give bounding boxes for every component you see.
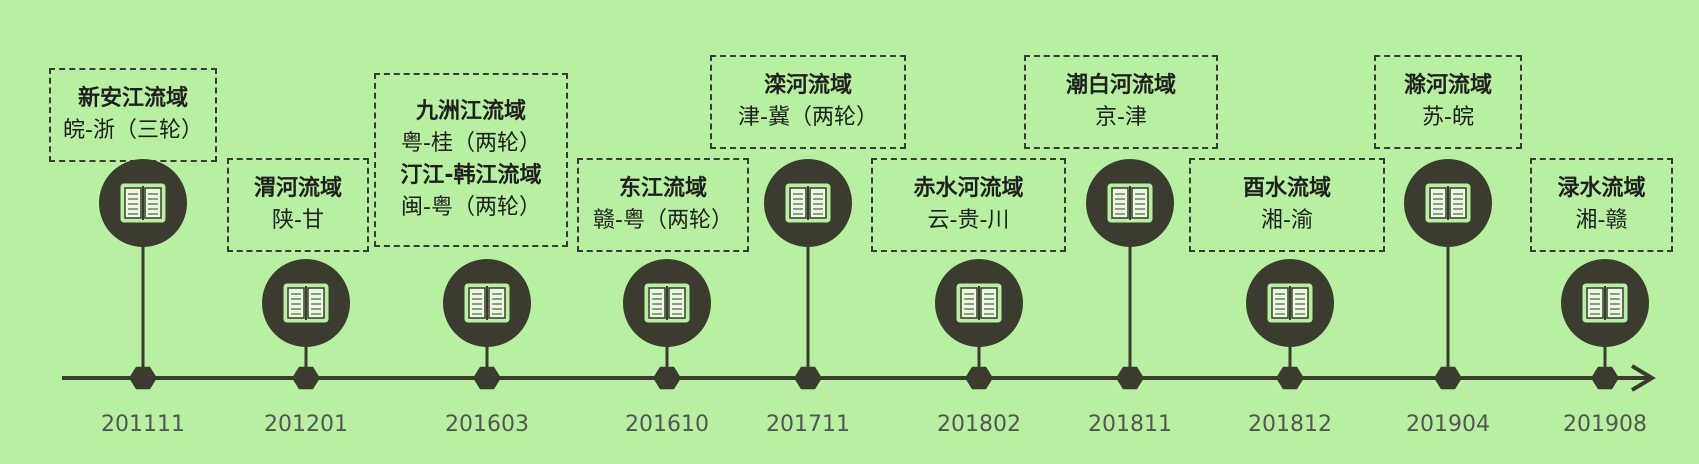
event-box: 新安江流域皖-浙（三轮） <box>49 68 217 162</box>
event-box: 滦河流域津-冀（两轮） <box>710 55 906 149</box>
date-label: 201111 <box>101 412 185 437</box>
provinces-label: 云-贵-川 <box>927 208 1010 233</box>
event-box: 赤水河流域云-贵-川 <box>871 158 1066 252</box>
provinces-label: 京-津 <box>1095 105 1147 130</box>
axis-marker <box>653 366 681 390</box>
date-label: 201908 <box>1563 412 1647 437</box>
basin-name: 新安江流域 <box>77 86 188 111</box>
basin-name: 滁河流域 <box>1403 73 1492 98</box>
event-box: 滁河流域苏-皖 <box>1374 55 1522 149</box>
provinces-label: 赣-粤（两轮） <box>593 208 733 233</box>
basin-name: 渭河流域 <box>253 176 342 201</box>
axis-marker <box>1591 366 1619 390</box>
book-icon <box>464 283 510 323</box>
date-band <box>0 402 1699 464</box>
book-icon <box>1107 183 1153 223</box>
basin-name: 渌水流域 <box>1557 176 1646 201</box>
basin-name: 赤水河流域 <box>913 176 1024 201</box>
event-box: 东江流域赣-粤（两轮） <box>577 158 749 252</box>
axis-marker <box>129 366 157 390</box>
axis-marker <box>1116 366 1144 390</box>
provinces-label: 皖-浙（三轮） <box>63 118 203 143</box>
date-label: 201201 <box>264 412 348 437</box>
book-icon <box>644 283 690 323</box>
axis-marker <box>965 366 993 390</box>
date-label: 201603 <box>445 412 529 437</box>
basin-name: 汀江-韩江流域 <box>400 163 542 188</box>
provinces-label: 陕-甘 <box>272 208 324 233</box>
book-icon <box>120 183 166 223</box>
basin-name: 酉水流域 <box>1242 176 1331 201</box>
provinces-label: 闽-粤（两轮） <box>401 195 541 220</box>
date-label: 201610 <box>625 412 709 437</box>
axis-marker <box>1434 366 1462 390</box>
provinces-label: 粤-桂（两轮） <box>401 131 541 156</box>
provinces-label: 苏-皖 <box>1422 105 1474 130</box>
book-icon <box>785 183 831 223</box>
provinces-label: 湘-赣 <box>1575 208 1628 233</box>
provinces-label: 津-冀（两轮） <box>738 105 878 130</box>
axis-marker <box>794 366 822 390</box>
event-box: 潮白河流域京-津 <box>1024 55 1218 149</box>
axis-marker <box>292 366 320 390</box>
basin-name: 九洲江流域 <box>415 99 526 124</box>
date-label: 201812 <box>1248 412 1332 437</box>
basin-name: 东江流域 <box>618 176 707 201</box>
basin-name: 滦河流域 <box>763 73 852 98</box>
event-box: 九洲江流域粤-桂（两轮） 汀江-韩江流域闽-粤（两轮） <box>374 73 568 247</box>
date-label: 201904 <box>1406 412 1490 437</box>
event-box: 渌水流域湘-赣 <box>1530 158 1673 252</box>
axis-marker <box>473 366 501 390</box>
timeline-axis <box>62 159 1656 392</box>
date-label: 201711 <box>766 412 850 437</box>
event-box: 酉水流域湘-渝 <box>1189 158 1385 252</box>
provinces-label: 湘-渝 <box>1261 208 1313 233</box>
date-label: 201811 <box>1088 412 1172 437</box>
book-icon <box>283 283 329 323</box>
axis-marker <box>1276 366 1304 390</box>
date-label: 201802 <box>937 412 1021 437</box>
axis-arrow <box>1630 364 1656 392</box>
book-icon <box>1267 283 1313 323</box>
book-icon <box>1582 283 1628 323</box>
event-box: 渭河流域陕-甘 <box>227 158 369 252</box>
basin-name: 潮白河流域 <box>1065 73 1176 98</box>
book-icon <box>956 283 1002 323</box>
book-icon <box>1425 183 1471 223</box>
